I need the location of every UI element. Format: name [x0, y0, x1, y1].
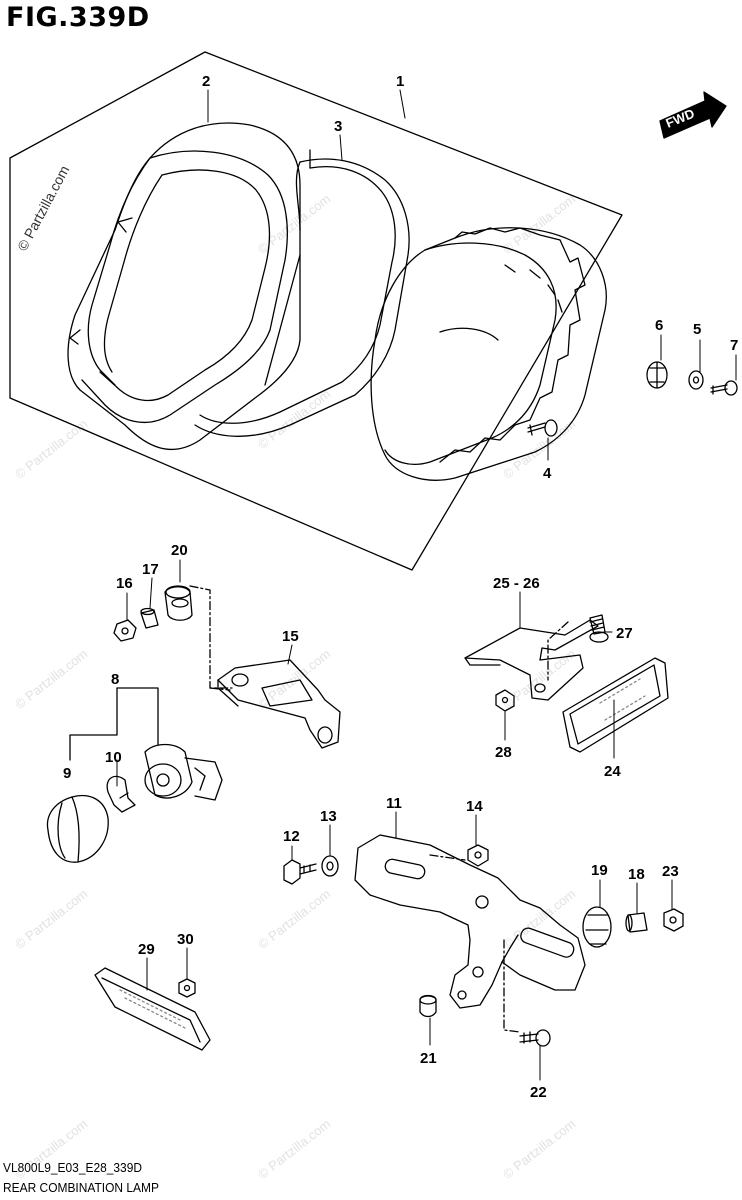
part-4-screw	[527, 419, 558, 437]
callout-10: 10	[105, 749, 122, 766]
part-22-bolt	[519, 1029, 551, 1047]
part-19-grommet	[582, 906, 612, 948]
assembly-box	[9, 51, 623, 571]
callout-30: 30	[177, 931, 194, 948]
part-24-reflector	[562, 657, 669, 753]
callout-12: 12	[283, 828, 300, 845]
part-7-screw	[710, 380, 738, 396]
part-18-collar	[625, 912, 648, 933]
leader-lines	[116, 89, 737, 1081]
callout-15: 15	[282, 628, 299, 645]
callout-20: 20	[171, 542, 188, 559]
part-15-bracket	[217, 659, 341, 749]
callout-21: 21	[420, 1050, 437, 1067]
callout-13: 13	[320, 808, 337, 825]
part-11-bracket	[354, 834, 586, 1009]
part-16-nut	[113, 619, 137, 642]
part-10-bulb	[106, 775, 136, 813]
callout-22: 22	[530, 1084, 547, 1101]
figure-code: VL800L9_E03_E28_339D	[3, 1160, 143, 1175]
part-23-nut	[663, 908, 684, 932]
callout-28: 28	[495, 744, 512, 761]
part-8-leader	[69, 687, 159, 761]
figure-name: REAR COMBINATION LAMP	[3, 1180, 159, 1195]
part-30-nut	[178, 978, 196, 998]
callout-9: 9	[63, 765, 71, 782]
part-3-gasket	[194, 149, 410, 437]
callout-5: 5	[693, 321, 701, 338]
callout-7: 7	[730, 337, 738, 354]
part-20-grommet	[164, 585, 193, 621]
part-27-bolt	[589, 614, 609, 643]
part-28-nut	[495, 689, 515, 712]
fwd-arrow: FWD	[659, 91, 727, 139]
part-17-collar	[140, 607, 159, 629]
callout-8: 8	[111, 671, 119, 688]
part-6-grommet	[646, 361, 668, 389]
callout-17: 17	[142, 561, 159, 578]
callout-18: 18	[628, 866, 645, 883]
callout-3: 3	[334, 118, 342, 135]
part-29-reflector	[94, 967, 211, 1051]
callout-29: 29	[138, 941, 155, 958]
part-9-lens	[46, 794, 109, 863]
callout-16: 16	[116, 575, 133, 592]
part-14-nut	[467, 844, 489, 867]
callout-2: 2	[202, 73, 210, 90]
part-21-cap	[419, 994, 437, 1018]
callout-27: 27	[616, 625, 633, 642]
callout-14: 14	[466, 798, 483, 815]
callout-11: 11	[386, 795, 402, 812]
part-5-washer	[688, 370, 704, 390]
callout-1: 1	[396, 73, 404, 90]
callout-4: 4	[543, 465, 552, 482]
part-1-lamp-housing	[370, 227, 607, 481]
callout-19: 19	[591, 862, 608, 879]
callouts: 1 2 3 4 5 6 7 8 9 10 11 12 13 14 15 16 1…	[63, 73, 738, 1101]
part-8-socket	[144, 743, 223, 801]
callout-23: 23	[662, 863, 679, 880]
callout-24: 24	[604, 763, 621, 780]
callout-25-26: 25 - 26	[493, 575, 540, 592]
part-2-lens-rim	[67, 122, 301, 451]
guide-lines	[189, 585, 569, 1033]
callout-6: 6	[655, 317, 663, 334]
figure-title: FIG.339D	[6, 2, 150, 33]
part-12-bolt	[283, 859, 317, 885]
part-13-washer	[321, 855, 339, 877]
part-25-26-bracket	[464, 619, 599, 701]
